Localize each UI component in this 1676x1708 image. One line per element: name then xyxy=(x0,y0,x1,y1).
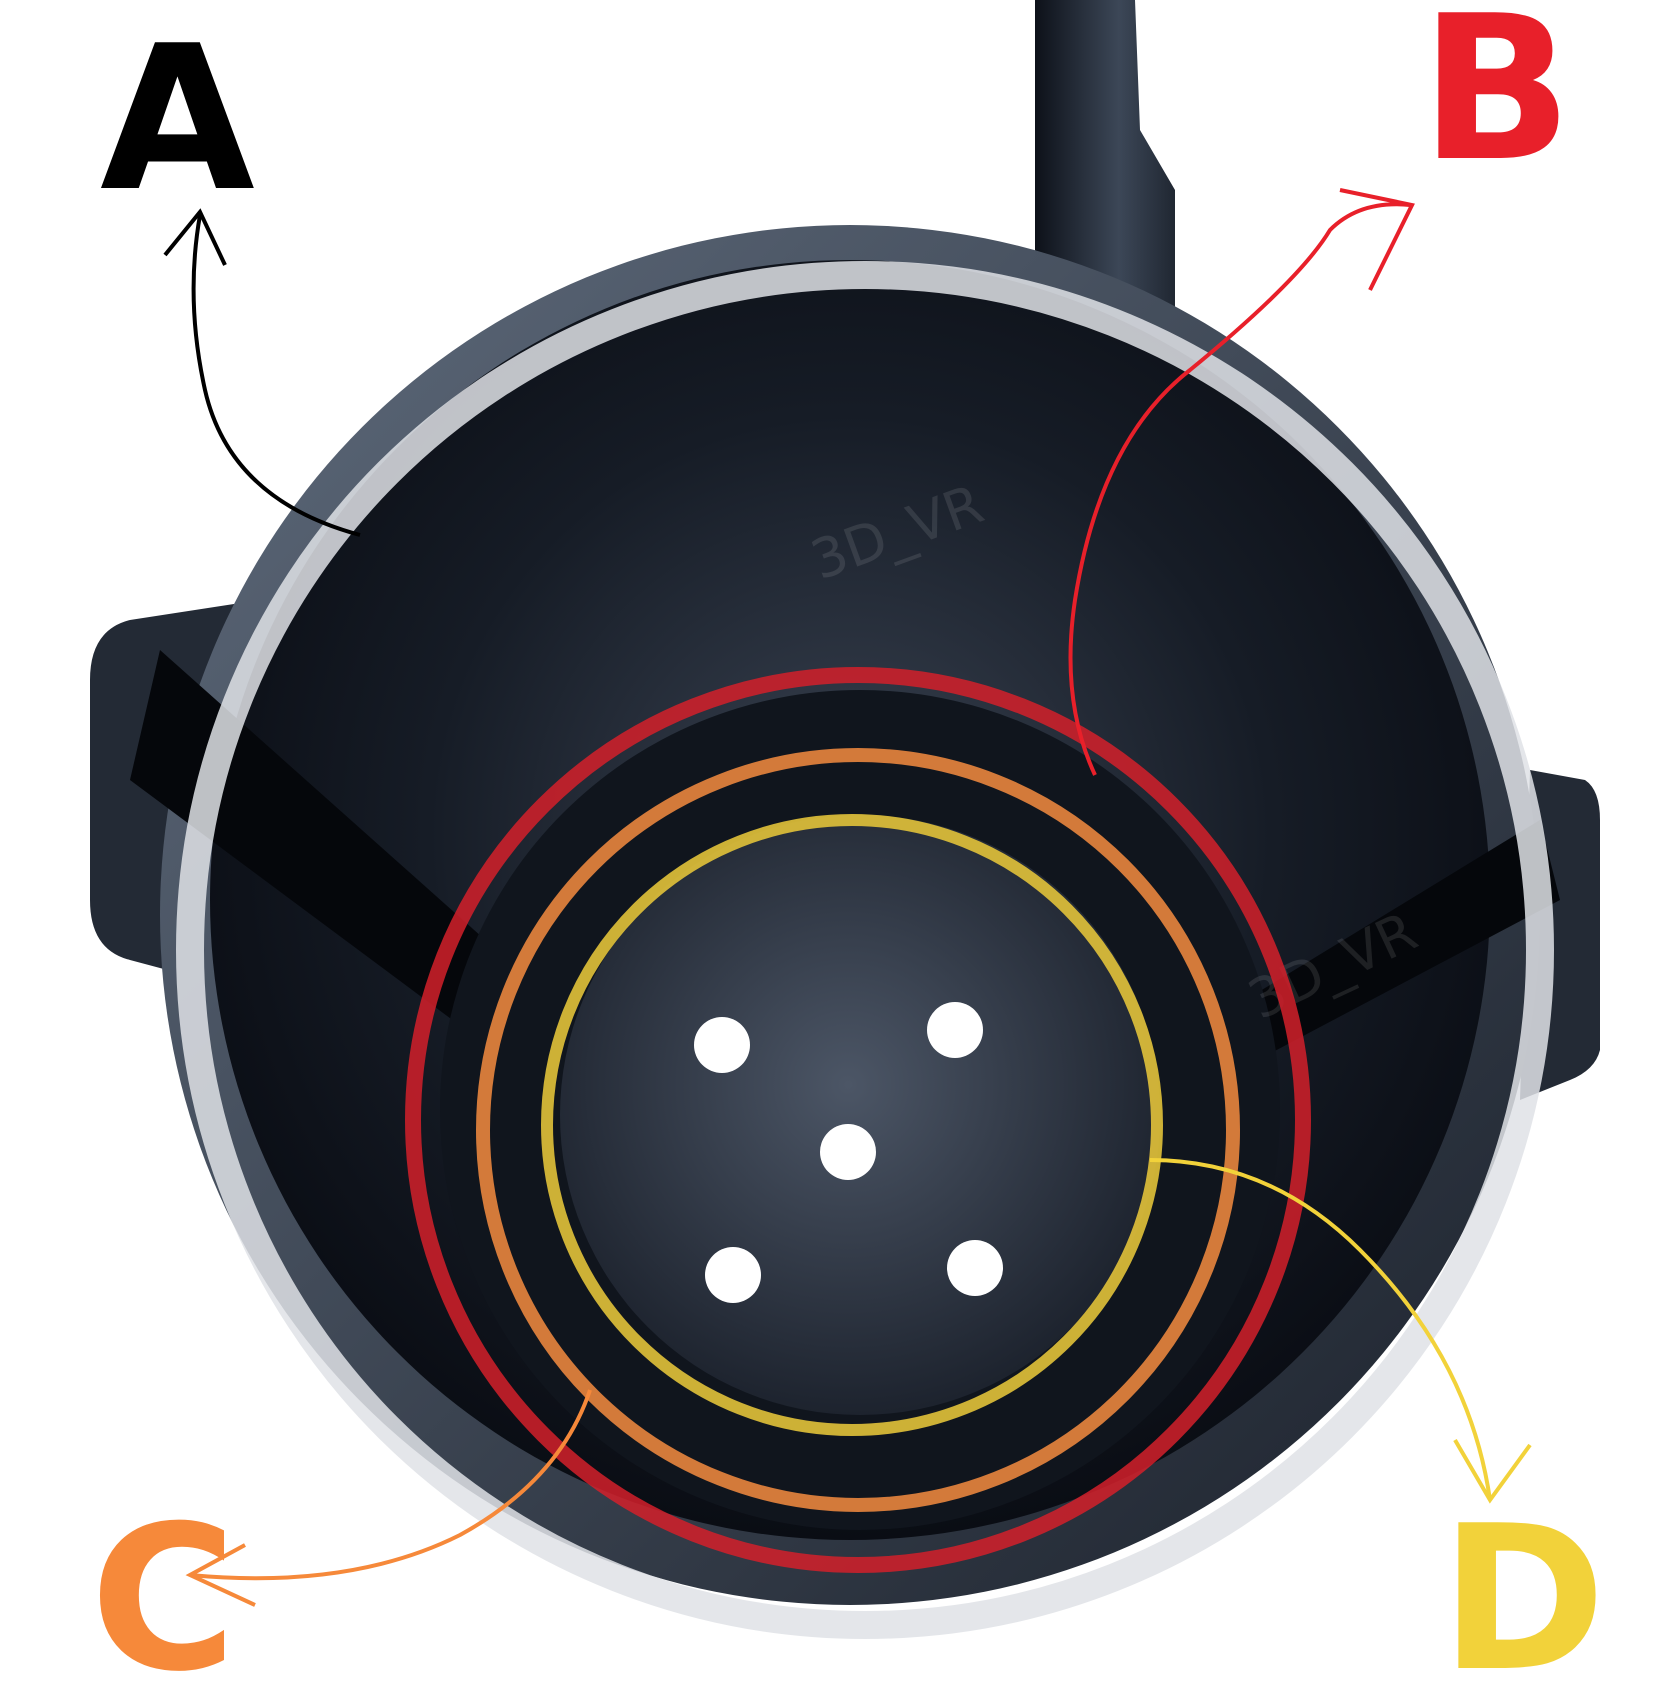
label-c: C xyxy=(90,1483,237,1708)
arrow-b-line xyxy=(1068,202,1411,776)
hole-bottom-right xyxy=(947,1240,1003,1296)
hole-bottom-left xyxy=(705,1247,761,1303)
arrow-a-line xyxy=(191,214,361,537)
ring-c-orange xyxy=(476,748,1240,1512)
ring-b-red xyxy=(405,667,1311,1573)
label-d: D xyxy=(1440,1483,1607,1708)
hole-top-left xyxy=(694,1017,750,1073)
arrow-a-head xyxy=(163,208,227,266)
arrow-d-head xyxy=(1453,1438,1532,1504)
hole-top-right xyxy=(927,1002,983,1058)
arrow-b-head xyxy=(1339,188,1415,291)
label-b: B xyxy=(1420,0,1573,206)
arrow-c-line xyxy=(189,1389,592,1581)
hole-center xyxy=(820,1124,876,1180)
handle-shape xyxy=(1035,0,1175,320)
divider-right-shape xyxy=(1180,820,1560,1080)
ring-d-yellow xyxy=(541,814,1163,1436)
arrow-d-line xyxy=(1149,1158,1492,1501)
ring-a-outer xyxy=(176,261,1554,1639)
arrow-c-head xyxy=(185,1543,256,1607)
label-a: A xyxy=(100,3,255,236)
